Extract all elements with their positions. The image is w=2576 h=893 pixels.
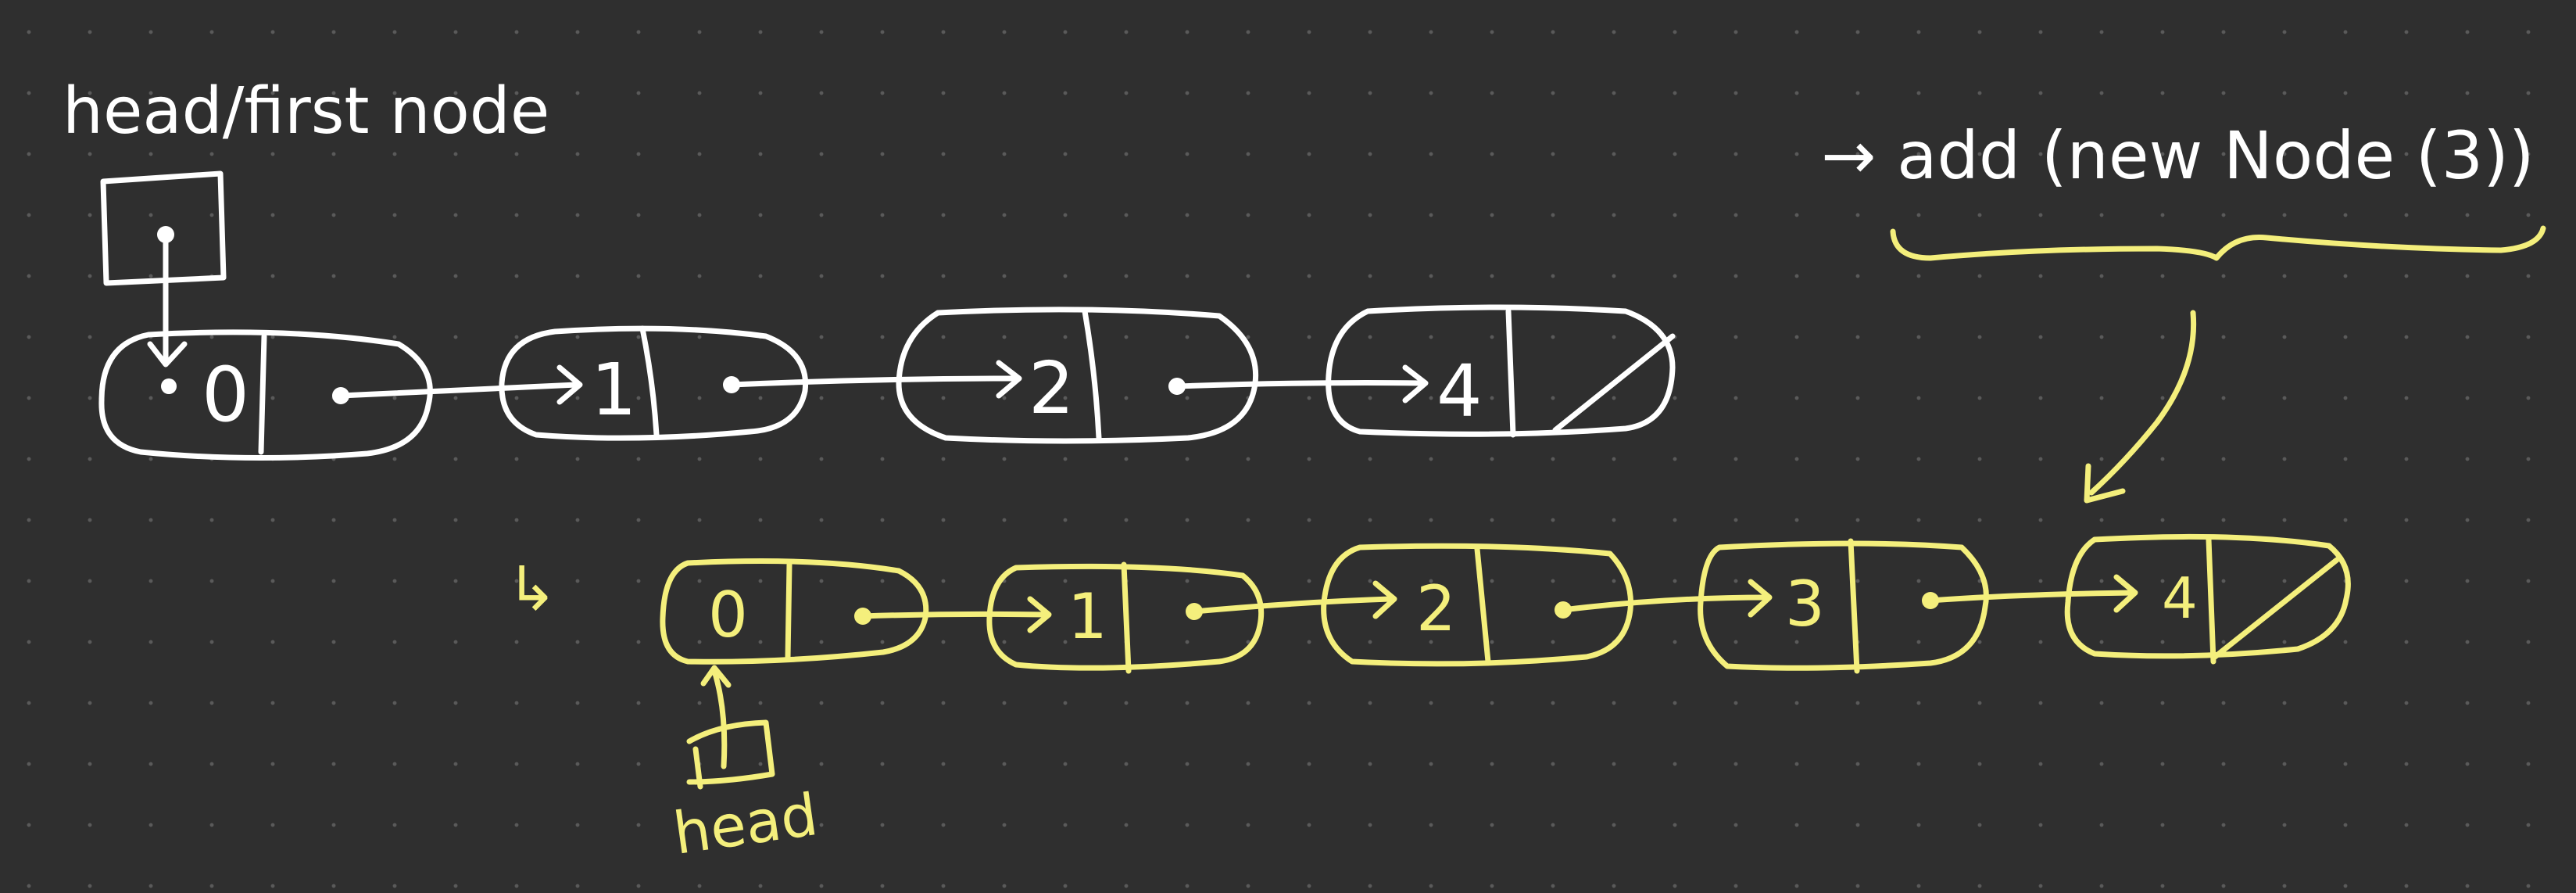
node-white-2-value: 2 bbox=[1029, 346, 1075, 430]
node-yellow-4: 4 bbox=[2064, 533, 2351, 665]
node-yellow-3: 3 bbox=[1698, 538, 1989, 674]
node-yellow-1: 1 bbox=[986, 561, 1265, 674]
insert-arrow bbox=[2088, 310, 2197, 496]
node-yellow-4-value: 4 bbox=[2162, 565, 2198, 631]
node-yellow-0-value: 0 bbox=[708, 579, 748, 651]
node-white-4: 4 bbox=[1326, 304, 1676, 438]
head-label: head bbox=[670, 781, 822, 868]
null-slash bbox=[1552, 333, 1676, 433]
node-white-0: 0 bbox=[98, 329, 433, 461]
head-pointer-yellow: head bbox=[670, 665, 822, 868]
pointer-white-1-2 bbox=[728, 375, 1019, 388]
pointer-yellow-3-4 bbox=[1927, 590, 2137, 604]
node-white-1: 1 bbox=[499, 325, 809, 441]
pointer-white-2-4 bbox=[1174, 380, 1426, 389]
return-arrow-glyph: ↳ bbox=[506, 554, 557, 625]
null-slash-yellow bbox=[2212, 557, 2340, 660]
pointer-yellow-0-1 bbox=[860, 611, 1049, 619]
pointer-yellow-2-3 bbox=[1560, 594, 1771, 613]
pointer-yellow-1-2 bbox=[1191, 596, 1394, 615]
node-white-2: 2 bbox=[896, 307, 1259, 444]
node-white-1-value: 1 bbox=[591, 348, 637, 432]
node-yellow-1-value: 1 bbox=[1068, 580, 1107, 653]
node-yellow-0: 0 bbox=[660, 558, 929, 665]
pointer-white-0-1 bbox=[338, 382, 580, 399]
node-yellow-3-value: 3 bbox=[1785, 568, 1825, 640]
head-pointer-box bbox=[100, 170, 227, 368]
node-yellow-2: 2 bbox=[1321, 543, 1633, 667]
head-first-node-label: head/first node bbox=[63, 74, 549, 149]
node-yellow-2-value: 2 bbox=[1416, 572, 1456, 645]
node-white-0-value: 0 bbox=[202, 351, 249, 439]
node-white-4-value: 4 bbox=[1436, 350, 1483, 433]
brace bbox=[1890, 225, 2546, 261]
add-call-label: → add (new Node (3)) bbox=[1821, 117, 2535, 194]
